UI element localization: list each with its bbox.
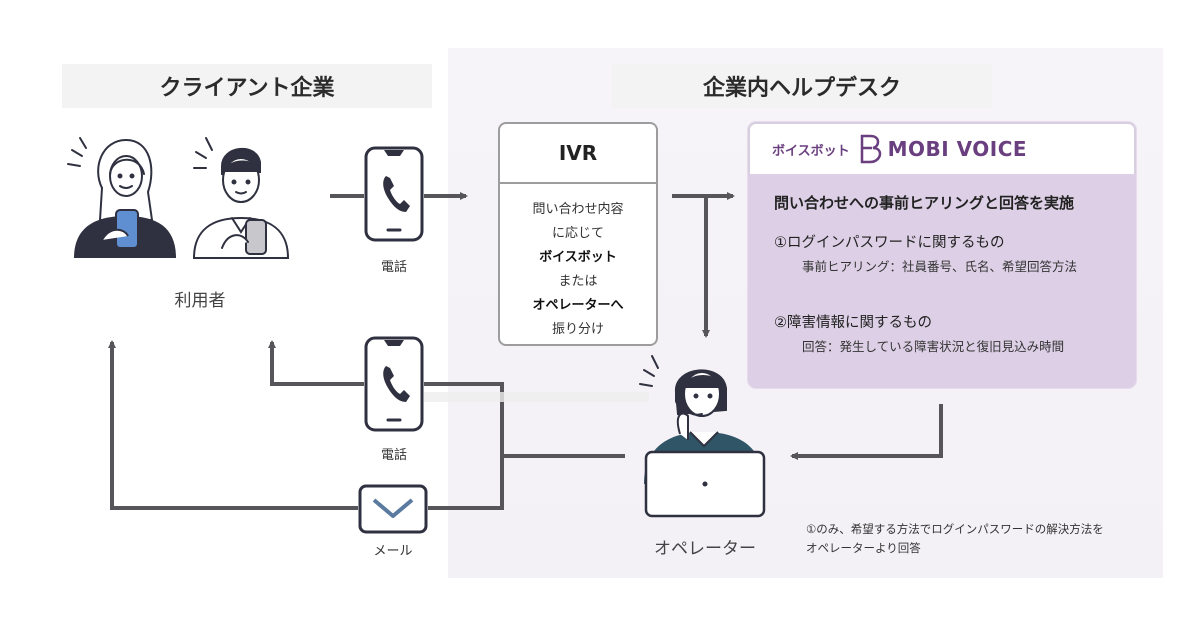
mobi-voice-header: ボイスボット MOBI VOICE	[748, 122, 1136, 174]
operator-illustration	[639, 355, 766, 518]
arrow-mobi-to-operator	[790, 404, 943, 460]
ivr-title: IVR	[500, 124, 656, 184]
users-illustration	[67, 137, 290, 259]
phone-out-label: 電話	[380, 448, 407, 463]
footnote: ①のみ、希望する方法でログインパスワードの解決方法を オペレーターより回答	[806, 522, 1104, 555]
phone-icon	[364, 146, 424, 242]
users-label: 利用者	[174, 291, 226, 311]
phone-in-label: 電話	[380, 260, 407, 275]
ivr-box: IVR 問い合わせ内容 に応じて ボイスボット または オペレーターへ 振り分け	[498, 122, 658, 346]
mail-icon	[358, 484, 428, 534]
mail-label: メール	[373, 544, 413, 559]
mobi-item-2: ②障害情報に関するもの	[774, 315, 932, 331]
line-operator-mail	[428, 456, 504, 510]
ivr-description: 問い合わせ内容 に応じて ボイスボット または オペレーターへ 振り分け	[532, 202, 624, 337]
mobi-heading: 問い合わせへの事前ヒアリングと回答を実施	[774, 194, 1075, 212]
arrow-mail-to-user1	[108, 340, 358, 510]
mobi-item-1: ①ログインパスワードに関するもの	[774, 235, 1005, 251]
mobi-item-1-detail: 事前ヒアリング：社員番号、氏名、希望回答方法	[802, 259, 1078, 274]
mobi-item-2-detail: 回答：発生している障害状況と復旧見込み時間	[802, 339, 1065, 354]
mobi-voice-box: ボイスボット MOBI VOICE 問い合わせへの事前ヒアリングと回答を実施 ①…	[748, 122, 1136, 388]
mobi-prefix: ボイスボット	[772, 143, 850, 159]
helpdesk-header: 企業内ヘルプデスク	[612, 64, 992, 108]
operator-label: オペレーター	[654, 539, 756, 559]
mobi-voice-body: 問い合わせへの事前ヒアリングと回答を実施 ①ログインパスワードに関するもの 事前…	[748, 174, 1136, 355]
arrow-phone-to-user2	[268, 340, 364, 386]
mobi-brand: MOBI VOICE	[887, 137, 1028, 161]
line-operator-phone-return	[424, 382, 504, 456]
client-header: クライアント企業	[62, 64, 432, 108]
mobi-voice-logo-icon	[860, 134, 881, 164]
phone-icon	[364, 336, 424, 432]
